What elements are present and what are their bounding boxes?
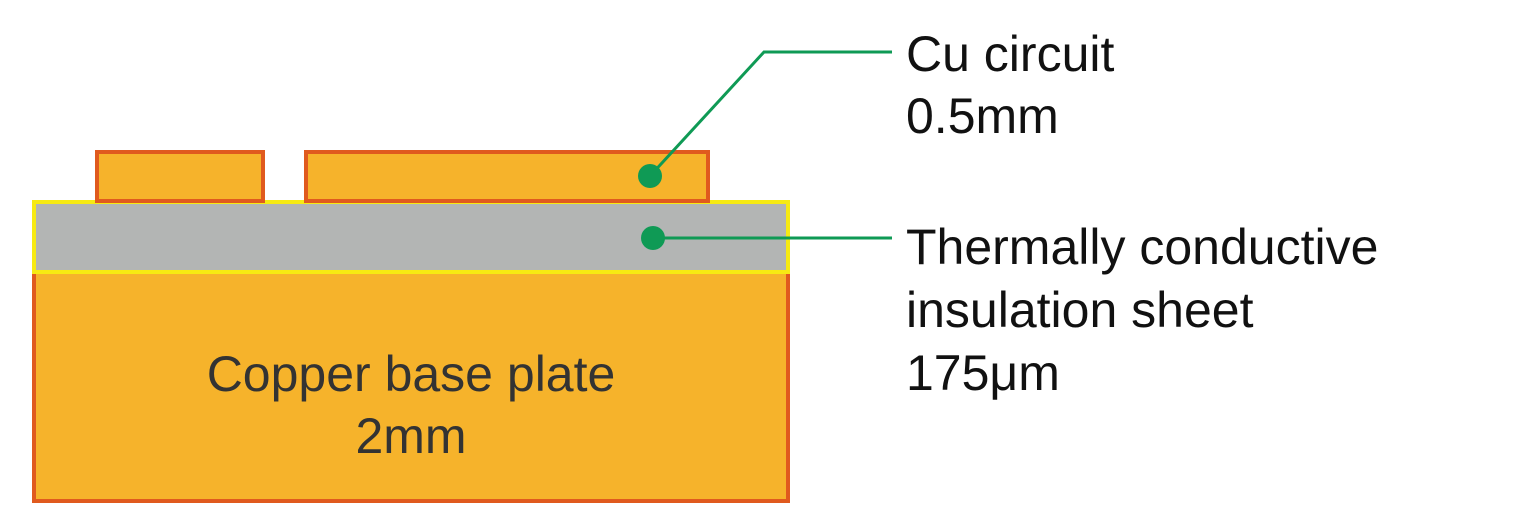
insulation-leader-dot	[641, 226, 665, 250]
insulation-label-line1: Thermally conductive	[906, 219, 1378, 275]
copper-base-plate	[32, 270, 790, 503]
insulation-thickness: 175μm	[906, 345, 1060, 401]
base-plate-label: Copper base plate	[207, 346, 616, 402]
base-plate-thickness: 2mm	[355, 408, 466, 464]
cu-circuit-pad-left	[95, 150, 265, 203]
insulation-label-line2: insulation sheet	[906, 282, 1254, 338]
cu-circuit-thickness: 0.5mm	[906, 88, 1059, 144]
cu-circuit-leader-dot	[638, 164, 662, 188]
cu-circuit-label: Cu circuit	[906, 26, 1114, 82]
cu-circuit-leader-line	[648, 50, 892, 178]
